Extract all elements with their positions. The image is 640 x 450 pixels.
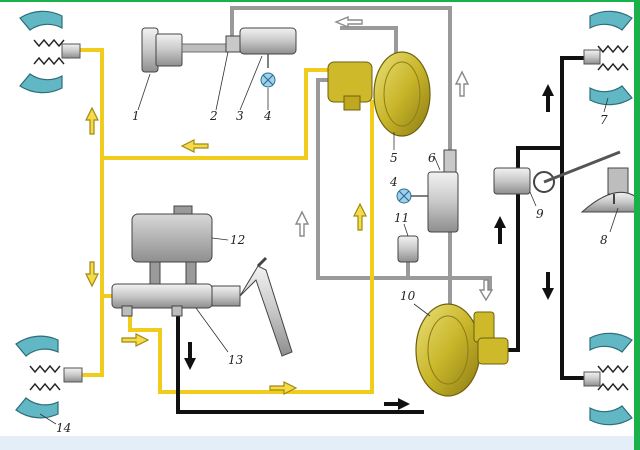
yellow-line-to-booster5 — [102, 68, 330, 160]
component-4-lamp-mid — [396, 188, 428, 204]
label-13: 13 — [228, 353, 244, 367]
component-8-mount — [580, 167, 640, 213]
component-6-valve — [427, 149, 459, 233]
brake-shoe-front-right — [15, 335, 83, 419]
component-13-master-cylinder — [111, 283, 241, 317]
component-11-sensor — [397, 235, 419, 263]
bottom-strip — [0, 436, 640, 450]
arrow-left-yellow — [180, 139, 209, 153]
vacuum-line-top — [230, 6, 452, 170]
yellow-line-left — [80, 48, 104, 377]
arrow-up-grey — [454, 70, 470, 97]
component-12-reservoir — [131, 205, 213, 287]
black-line-master — [176, 312, 424, 414]
leader-lines — [39, 51, 619, 425]
yellow-line-from-booster5 — [128, 100, 374, 394]
black-line-booster10 — [508, 146, 562, 352]
brake-shoe-rear-left — [583, 10, 633, 106]
front-brake-lines — [80, 48, 374, 394]
label-12: 12 — [230, 233, 245, 247]
component-5-booster — [327, 51, 431, 137]
component-9-regulator — [493, 150, 621, 195]
arrow-right-black-bottom — [384, 398, 410, 410]
label-8: 8 — [600, 233, 608, 247]
label-4-mid: 4 — [389, 175, 398, 189]
label-6: 6 — [428, 151, 436, 165]
brake-pedal — [239, 256, 293, 357]
component-10-booster — [415, 303, 509, 397]
arrow-left-grey-top — [334, 15, 363, 29]
rear-brake-lines — [176, 56, 600, 414]
label-4-top: 4 — [263, 109, 272, 123]
label-11: 11 — [394, 211, 409, 225]
arrow-down-black-master — [184, 342, 196, 370]
label-9: 9 — [536, 207, 544, 221]
label-2: 2 — [209, 109, 218, 123]
arrow-right-yellow-left — [121, 333, 150, 347]
arrow-up-grey-mid — [294, 210, 310, 237]
component-4-lamp-top — [260, 72, 276, 88]
arrow-right-yellow-bottom — [269, 381, 298, 395]
component-3-cylinder — [225, 27, 297, 68]
arrow-up-black-right — [542, 84, 554, 112]
label-14: 14 — [56, 421, 71, 435]
top-border — [0, 0, 640, 2]
arrow-up-black-mid — [494, 216, 506, 244]
yellow-line-master-left — [100, 294, 112, 312]
arrow-up-yellow-mid — [353, 202, 367, 231]
label-3: 3 — [236, 109, 244, 123]
label-1: 1 — [132, 109, 140, 123]
brake-shoe-front-left — [19, 10, 81, 94]
arrow-up-yellow-left — [85, 106, 99, 135]
label-10: 10 — [400, 289, 416, 303]
vacuum-line-booster — [340, 26, 398, 55]
brake-shoe-rear-right — [583, 332, 633, 426]
component-labels: 1 2 3 4 5 6 4 7 8 9 10 11 12 13 14 — [56, 109, 608, 435]
component-1-disc — [141, 27, 227, 73]
vacuum-line-left — [316, 78, 492, 290]
black-line-rear-wheels — [560, 56, 600, 380]
arrow-down-grey — [478, 279, 494, 302]
flow-arrows — [85, 15, 554, 410]
label-5: 5 — [390, 151, 398, 165]
label-7: 7 — [600, 113, 608, 127]
arrow-down-black-right — [542, 272, 554, 300]
arrow-down-yellow-left — [85, 261, 99, 288]
right-border — [634, 0, 640, 450]
